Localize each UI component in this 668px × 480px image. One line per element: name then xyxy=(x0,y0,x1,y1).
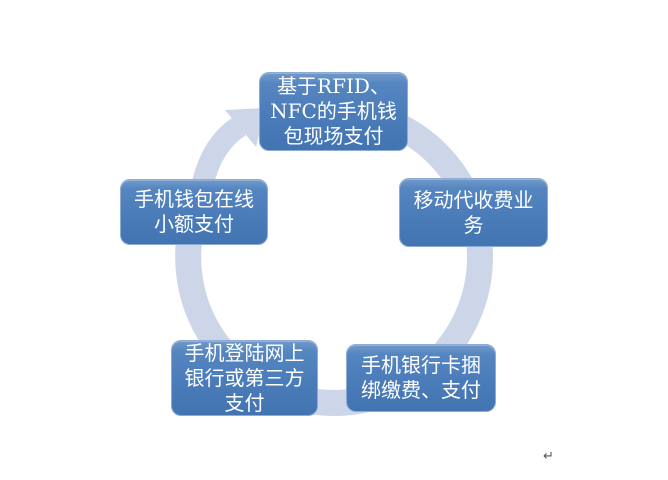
cycle-node-online-banking-thirdparty[interactable]: 手机登陆网上 银行或第三方 支付 xyxy=(171,340,318,416)
node-text-line: 绑缴费、支付 xyxy=(361,378,481,402)
node-text-line: 基于RFID、 xyxy=(277,74,390,98)
node-text-line: 小额支付 xyxy=(154,212,234,236)
node-text-line: 支付 xyxy=(224,390,265,415)
paragraph-mark: ↵ xyxy=(543,449,554,464)
cycle-node-bankcard-binding-payment[interactable]: 手机银行卡捆 绑缴费、支付 xyxy=(346,344,496,412)
node-text-line: 移动代收费业 xyxy=(413,187,534,212)
node-text-line: 银行或第三方 xyxy=(184,365,305,390)
cycle-node-mobile-fee-collection[interactable]: 移动代收费业 务 xyxy=(399,178,548,247)
node-text-line: 包现场支付 xyxy=(283,124,384,148)
cycle-node-rfid-nfc-onsite-payment[interactable]: 基于RFID、 NFC的手机钱 包现场支付 xyxy=(259,72,408,151)
node-text-line: NFC的手机钱 xyxy=(270,99,397,123)
node-text-line: 手机钱包在线 xyxy=(134,187,254,211)
cycle-arrowhead-icon xyxy=(225,108,266,147)
node-text-line: 手机登陆网上 xyxy=(184,340,305,365)
cycle-node-wallet-online-micropayment[interactable]: 手机钱包在线 小额支付 xyxy=(120,179,268,245)
node-text-line: 手机银行卡捆 xyxy=(361,353,481,377)
cycle-arrow-tail xyxy=(191,116,247,189)
node-text-line: 务 xyxy=(463,212,484,237)
